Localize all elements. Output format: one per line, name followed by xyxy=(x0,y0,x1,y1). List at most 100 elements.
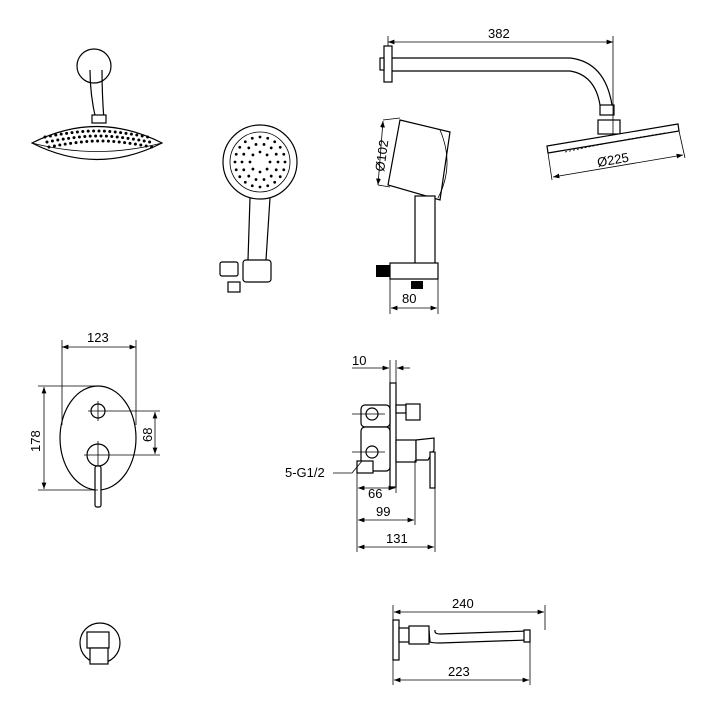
nozzle-dot xyxy=(268,160,272,164)
dimension-spout-length-223: 223 xyxy=(448,664,470,679)
nozzle-dot xyxy=(139,143,143,147)
nozzle-dot xyxy=(234,152,238,156)
nozzle-dot xyxy=(150,145,154,149)
nozzle-dot xyxy=(70,131,74,135)
nozzle-dot xyxy=(262,178,266,181)
nozzle-dot xyxy=(137,138,141,142)
dimension-valve-width: 123 xyxy=(87,330,109,345)
nozzle-dot xyxy=(282,152,286,156)
nozzle-dot xyxy=(273,140,277,144)
nozzle-dot xyxy=(242,152,246,156)
nozzle-dot xyxy=(242,168,246,172)
nozzle-dot xyxy=(88,134,92,138)
hand-shower-side-view: Ø102 80 xyxy=(372,117,451,314)
nozzle-dot xyxy=(126,136,130,140)
nozzle-dot xyxy=(90,139,94,143)
nozzle-dot xyxy=(81,130,85,134)
mixer-valve-side-view: 10 5-G1/2 66 99 131 xyxy=(285,353,436,552)
nozzle-dot xyxy=(113,130,117,134)
dimension-valve-height: 178 xyxy=(28,430,43,452)
nozzle-dot xyxy=(92,129,96,133)
nozzle-dot xyxy=(266,136,270,140)
nozzle-dot xyxy=(262,143,266,146)
nozzle-dot xyxy=(106,139,110,143)
nozzle-dot xyxy=(240,160,244,164)
nozzle-dot xyxy=(282,168,286,172)
nozzle-dot xyxy=(56,138,60,142)
nozzle-dot xyxy=(233,160,237,164)
nozzle-dot xyxy=(243,180,247,184)
nozzle-dot xyxy=(45,140,49,144)
nozzle-dot xyxy=(121,136,125,140)
nozzle-dot xyxy=(248,160,252,164)
nozzle-dot xyxy=(133,142,137,146)
nozzle-dot xyxy=(101,139,105,143)
nozzle-dot xyxy=(128,141,132,145)
nozzle-dot xyxy=(77,135,81,139)
nozzle-dot xyxy=(75,130,79,134)
nozzle-dot xyxy=(54,133,58,137)
dimension-connection-label: 5-G1/2 xyxy=(285,465,325,480)
nozzle-dot xyxy=(96,139,100,143)
nozzle-dot xyxy=(131,137,135,141)
nozzle-dot xyxy=(58,143,62,147)
nozzle-dot xyxy=(43,135,47,139)
nozzle-dot xyxy=(74,141,78,145)
spout-side-view: 240 223 xyxy=(392,596,546,685)
nozzle-dot xyxy=(266,184,270,188)
dimension-valve-depth-99: 99 xyxy=(376,504,390,519)
dimension-spout-length-240: 240 xyxy=(452,596,474,611)
nozzle-dot xyxy=(278,145,282,149)
nozzle-dot xyxy=(251,153,255,157)
nozzle-dot xyxy=(238,175,242,179)
nozzle-dot xyxy=(123,141,127,145)
nozzle-dot xyxy=(135,133,139,137)
nozzle-dot xyxy=(247,174,251,178)
nozzle-dot xyxy=(251,167,255,171)
dimension-rain-head-diameter: Ø225 xyxy=(596,150,630,170)
nozzle-dot xyxy=(102,129,106,133)
dimension-hand-shower-diameter: Ø102 xyxy=(372,139,391,173)
dimension-holder-depth: 80 xyxy=(402,291,416,306)
nozzle-dot xyxy=(83,135,87,139)
rain-shower-front-view xyxy=(30,48,164,161)
nozzle-dot xyxy=(52,144,56,148)
nozzle-dot xyxy=(234,168,238,172)
nozzle-dot xyxy=(99,134,103,138)
nozzle-dot xyxy=(283,160,287,164)
nozzle-dot xyxy=(258,135,262,139)
nozzle-dot xyxy=(94,134,98,138)
shower-arm-side-view: 382 Ø225 xyxy=(379,26,686,181)
dimension-plate-thickness: 10 xyxy=(352,353,366,368)
nozzle-dot xyxy=(265,153,269,157)
nozzle-dot xyxy=(61,137,65,141)
nozzle-dot xyxy=(258,150,262,154)
nozzle-dot xyxy=(140,134,144,138)
nozzle-dot xyxy=(63,142,67,146)
nozzle-dot xyxy=(65,131,69,135)
nozzle-dot xyxy=(269,174,273,178)
nozzle-dot xyxy=(148,140,152,144)
nozzle-dot xyxy=(142,139,146,143)
nozzle-dot xyxy=(110,135,114,139)
nozzle-dot xyxy=(69,141,73,145)
nozzle-dot xyxy=(50,139,54,143)
nozzle-dot xyxy=(119,131,123,135)
spout-front-view xyxy=(79,622,121,665)
nozzle-dot xyxy=(247,146,251,150)
nozzle-dot xyxy=(108,130,112,134)
nozzle-dot xyxy=(274,152,278,156)
nozzle-dot xyxy=(258,185,262,189)
nozzle-dot xyxy=(129,132,133,136)
nozzle-dot xyxy=(273,180,277,184)
nozzle-dot xyxy=(86,129,90,133)
nozzle-dot xyxy=(269,146,273,150)
nozzle-dot xyxy=(250,136,254,140)
nozzle-dot xyxy=(72,136,76,140)
hand-shower-front-view xyxy=(219,124,298,293)
nozzle-dot xyxy=(85,140,89,144)
mixer-valve-front-view: 123 178 68 xyxy=(28,330,160,508)
dimension-valve-depth-131: 131 xyxy=(386,531,408,546)
nozzle-dot xyxy=(104,134,108,138)
dimension-valve-depth-66: 66 xyxy=(368,486,382,501)
